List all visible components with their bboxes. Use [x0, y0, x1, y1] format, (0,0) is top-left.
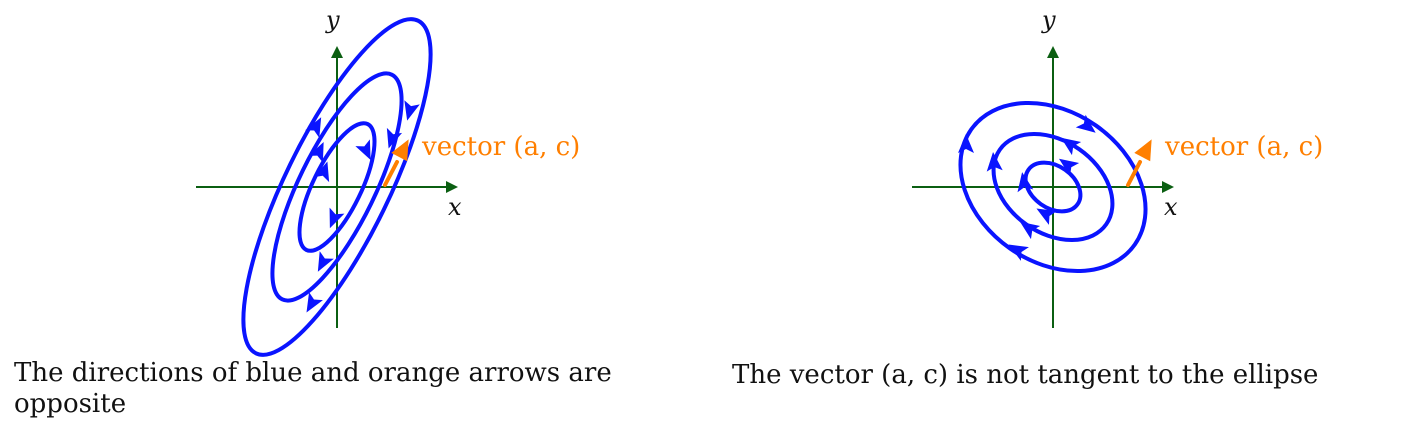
x-axis-arrowhead — [446, 181, 458, 193]
y-axis-arrowhead — [1047, 46, 1059, 58]
vector-label: vector (a, c) — [1164, 132, 1323, 162]
right-phase-portrait: x y vector (a, c) — [912, 6, 1323, 328]
ellipse-middle — [270, 71, 404, 303]
ellipse-inner — [297, 121, 377, 253]
flow-arrow — [1019, 221, 1041, 240]
flow-arrow — [386, 127, 403, 149]
left-caption: The directions of blue and orange arrows… — [14, 358, 612, 419]
flow-arrow — [1008, 244, 1029, 261]
vector-a-c-arrowhead — [1134, 139, 1152, 162]
ellipse-middle — [991, 131, 1115, 243]
flow-arrow — [1036, 208, 1057, 225]
flow-arrow — [1017, 172, 1034, 193]
flow-arrow — [306, 292, 323, 313]
flow-arrow — [986, 152, 1003, 172]
flow-arrow — [317, 251, 334, 272]
vector-a-c-arrowhead — [391, 139, 409, 162]
y-axis-arrowhead — [331, 46, 343, 58]
x-axis-arrowhead — [1162, 181, 1174, 193]
x-axis-label: x — [448, 193, 462, 221]
ellipse-outer — [241, 17, 433, 357]
flow-arrow — [1060, 137, 1082, 156]
left-phase-portrait: x y vector (a, c) — [196, 6, 580, 357]
flow-arrow — [355, 139, 371, 160]
flow-arrow — [1075, 114, 1096, 133]
vector-a-c-shaft — [1126, 160, 1142, 187]
ellipse-inner — [1023, 160, 1083, 214]
flow-arrow — [958, 134, 974, 153]
y-axis-label: y — [1041, 6, 1056, 34]
flow-arrow — [329, 207, 345, 229]
flow-arrow — [404, 100, 420, 121]
x-axis-label: x — [1164, 193, 1178, 221]
ellipse-outer — [958, 100, 1148, 274]
flow-arrow — [305, 117, 322, 138]
right-caption: The vector (a, c) is not tangent to the … — [732, 360, 1319, 390]
vector-label: vector (a, c) — [421, 132, 580, 162]
vector-a-c-shaft — [383, 160, 399, 187]
flow-arrow — [313, 161, 330, 183]
y-axis-label: y — [325, 6, 340, 34]
flow-arrow — [308, 142, 324, 163]
flow-arrow — [1058, 158, 1080, 177]
